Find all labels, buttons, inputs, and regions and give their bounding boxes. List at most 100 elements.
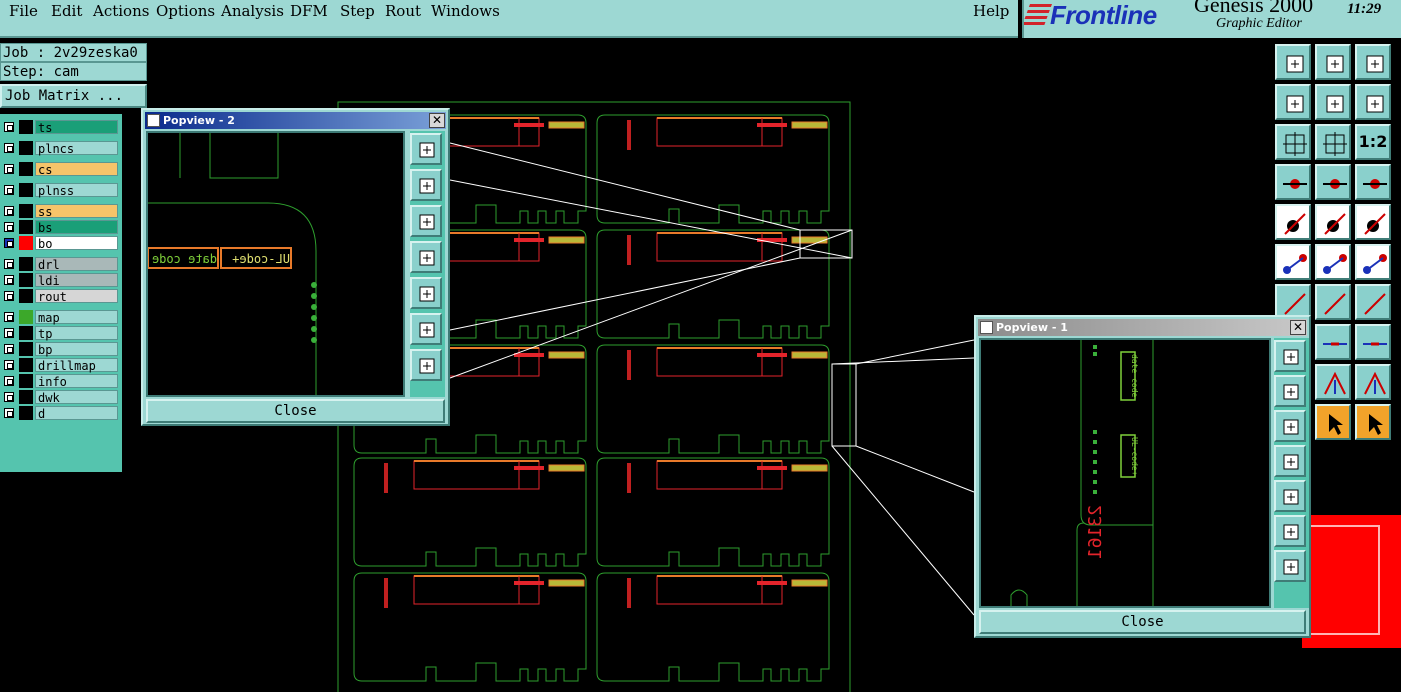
layer-color-swatch[interactable]: [19, 342, 33, 356]
layer-row-bp[interactable]: bp: [1, 342, 119, 357]
layer-color-swatch[interactable]: [19, 120, 33, 134]
layer-name[interactable]: bs: [35, 220, 118, 235]
cursor-extra-icon[interactable]: [1355, 404, 1391, 440]
menu-dfm[interactable]: DFM: [290, 2, 328, 20]
popview-1-viewport[interactable]: date code UL-code+ 23161: [979, 338, 1271, 608]
menu-edit[interactable]: Edit: [51, 2, 83, 20]
pan-left-icon[interactable]: [410, 241, 442, 273]
layer-name[interactable]: ss: [35, 204, 118, 219]
layer-color-swatch[interactable]: [19, 326, 33, 340]
popview-1-close-x-button[interactable]: ✕: [1290, 320, 1306, 335]
select-point-icon[interactable]: [1275, 204, 1311, 240]
layer-color-swatch[interactable]: [19, 236, 33, 250]
layer-checkbox[interactable]: [4, 122, 14, 132]
layer-name[interactable]: bp: [35, 342, 118, 357]
layer-name[interactable]: map: [35, 310, 118, 325]
slash-arrow-icon[interactable]: [1315, 284, 1351, 320]
layer-name[interactable]: ts: [35, 120, 118, 135]
layer-name[interactable]: ldi: [35, 273, 118, 288]
popview-2-close-x-button[interactable]: ✕: [429, 113, 445, 128]
slash-icon[interactable]: [1275, 284, 1311, 320]
arc-icon[interactable]: [1355, 284, 1391, 320]
layer-row-bs[interactable]: bs: [1, 220, 119, 235]
zoom-in-icon[interactable]: [1274, 515, 1306, 547]
zoom-out-icon[interactable]: [1274, 550, 1306, 582]
home-icon[interactable]: [1355, 44, 1391, 80]
layer-checkbox[interactable]: [4, 328, 14, 338]
undo-zoom-icon[interactable]: [1355, 84, 1391, 120]
layer-name[interactable]: plnss: [35, 183, 118, 198]
menu-windows[interactable]: Windows: [431, 2, 500, 20]
layer-color-swatch[interactable]: [19, 220, 33, 234]
dimension-icon[interactable]: [1315, 324, 1351, 360]
layer-name[interactable]: info: [35, 374, 118, 389]
layer-row-tp[interactable]: tp: [1, 326, 119, 341]
layer-color-swatch[interactable]: [19, 310, 33, 324]
pan-right-icon[interactable]: [1274, 480, 1306, 512]
layer-color-swatch[interactable]: [19, 141, 33, 155]
layer-row-rout[interactable]: rout: [1, 289, 119, 304]
pan-left-icon[interactable]: [1274, 445, 1306, 477]
layer-name[interactable]: dwk: [35, 390, 118, 405]
layer-checkbox[interactable]: [4, 259, 14, 269]
layer-checkbox[interactable]: [4, 164, 14, 174]
layer-checkbox[interactable]: [4, 275, 14, 285]
layer-color-swatch[interactable]: [19, 358, 33, 372]
layers-filter-icon[interactable]: [1355, 164, 1391, 200]
menu-step[interactable]: Step: [340, 2, 375, 20]
layer-row-ldi[interactable]: ldi: [1, 273, 119, 288]
flip-icon[interactable]: [1355, 324, 1391, 360]
arrow-a-up-icon[interactable]: [1315, 364, 1351, 400]
layer-name[interactable]: drl: [35, 257, 118, 272]
popview-1-window[interactable]: Popview - 1 ✕ date code UL-code+ 23161 C…: [974, 315, 1311, 638]
layer-color-swatch[interactable]: [19, 183, 33, 197]
zoom-fit-icon[interactable]: [1275, 124, 1311, 160]
scale-1-2-icon[interactable]: 1:2: [1355, 124, 1391, 160]
layer-color-swatch[interactable]: [19, 162, 33, 176]
layer-row-info[interactable]: info: [1, 374, 119, 389]
layer-checkbox[interactable]: [4, 344, 14, 354]
popview-2-titlebar[interactable]: Popview - 2: [145, 112, 446, 129]
layer-color-swatch[interactable]: [19, 406, 33, 420]
layer-name[interactable]: bo: [35, 236, 118, 251]
delete-point-icon[interactable]: [1315, 244, 1351, 280]
zoom-window-icon[interactable]: [410, 133, 442, 165]
layer-row-plnss[interactable]: plnss: [1, 183, 119, 198]
layer-row-plncs[interactable]: plncs: [1, 141, 119, 156]
job-matrix-button[interactable]: Job Matrix ...: [0, 84, 147, 108]
layer-row-bo[interactable]: bo: [1, 236, 119, 251]
layer-row-ss[interactable]: ss: [1, 204, 119, 219]
layer-checkbox[interactable]: [4, 238, 14, 248]
layer-row-cs[interactable]: cs: [1, 162, 119, 177]
pan-right-icon[interactable]: [410, 277, 442, 309]
layer-name[interactable]: tp: [35, 326, 118, 341]
ruler-icon[interactable]: [1355, 204, 1391, 240]
layer-name[interactable]: plncs: [35, 141, 118, 156]
pan-up-icon[interactable]: [410, 169, 442, 201]
layer-name[interactable]: d: [35, 406, 118, 421]
layer-row-drl[interactable]: drl: [1, 257, 119, 272]
move-down-icon[interactable]: [1315, 44, 1351, 80]
add-point-icon[interactable]: [1355, 244, 1391, 280]
arrow-a-right-icon[interactable]: [1355, 364, 1391, 400]
pan-up-icon[interactable]: [1274, 375, 1306, 407]
zoom-window-icon[interactable]: [1274, 340, 1306, 372]
layer-checkbox[interactable]: [4, 312, 14, 322]
move-left-icon[interactable]: [1275, 84, 1311, 120]
layer-row-dwk[interactable]: dwk: [1, 390, 119, 405]
move-right-icon[interactable]: [1315, 84, 1351, 120]
zoom-in-icon[interactable]: [410, 313, 442, 345]
snap-icon[interactable]: [1315, 164, 1351, 200]
layer-row-drillmap[interactable]: drillmap: [1, 358, 119, 373]
layer-color-swatch[interactable]: [19, 204, 33, 218]
layer-color-swatch[interactable]: [19, 257, 33, 271]
popview-2-close-button[interactable]: Close: [146, 399, 445, 423]
layer-row-d[interactable]: d: [1, 406, 119, 421]
layer-checkbox[interactable]: [4, 392, 14, 402]
layer-checkbox[interactable]: [4, 206, 14, 216]
layer-checkbox[interactable]: [4, 360, 14, 370]
layer-color-swatch[interactable]: [19, 289, 33, 303]
menu-file[interactable]: File: [9, 2, 38, 20]
cursor-alt-icon[interactable]: [1315, 404, 1351, 440]
layer-checkbox[interactable]: [4, 143, 14, 153]
